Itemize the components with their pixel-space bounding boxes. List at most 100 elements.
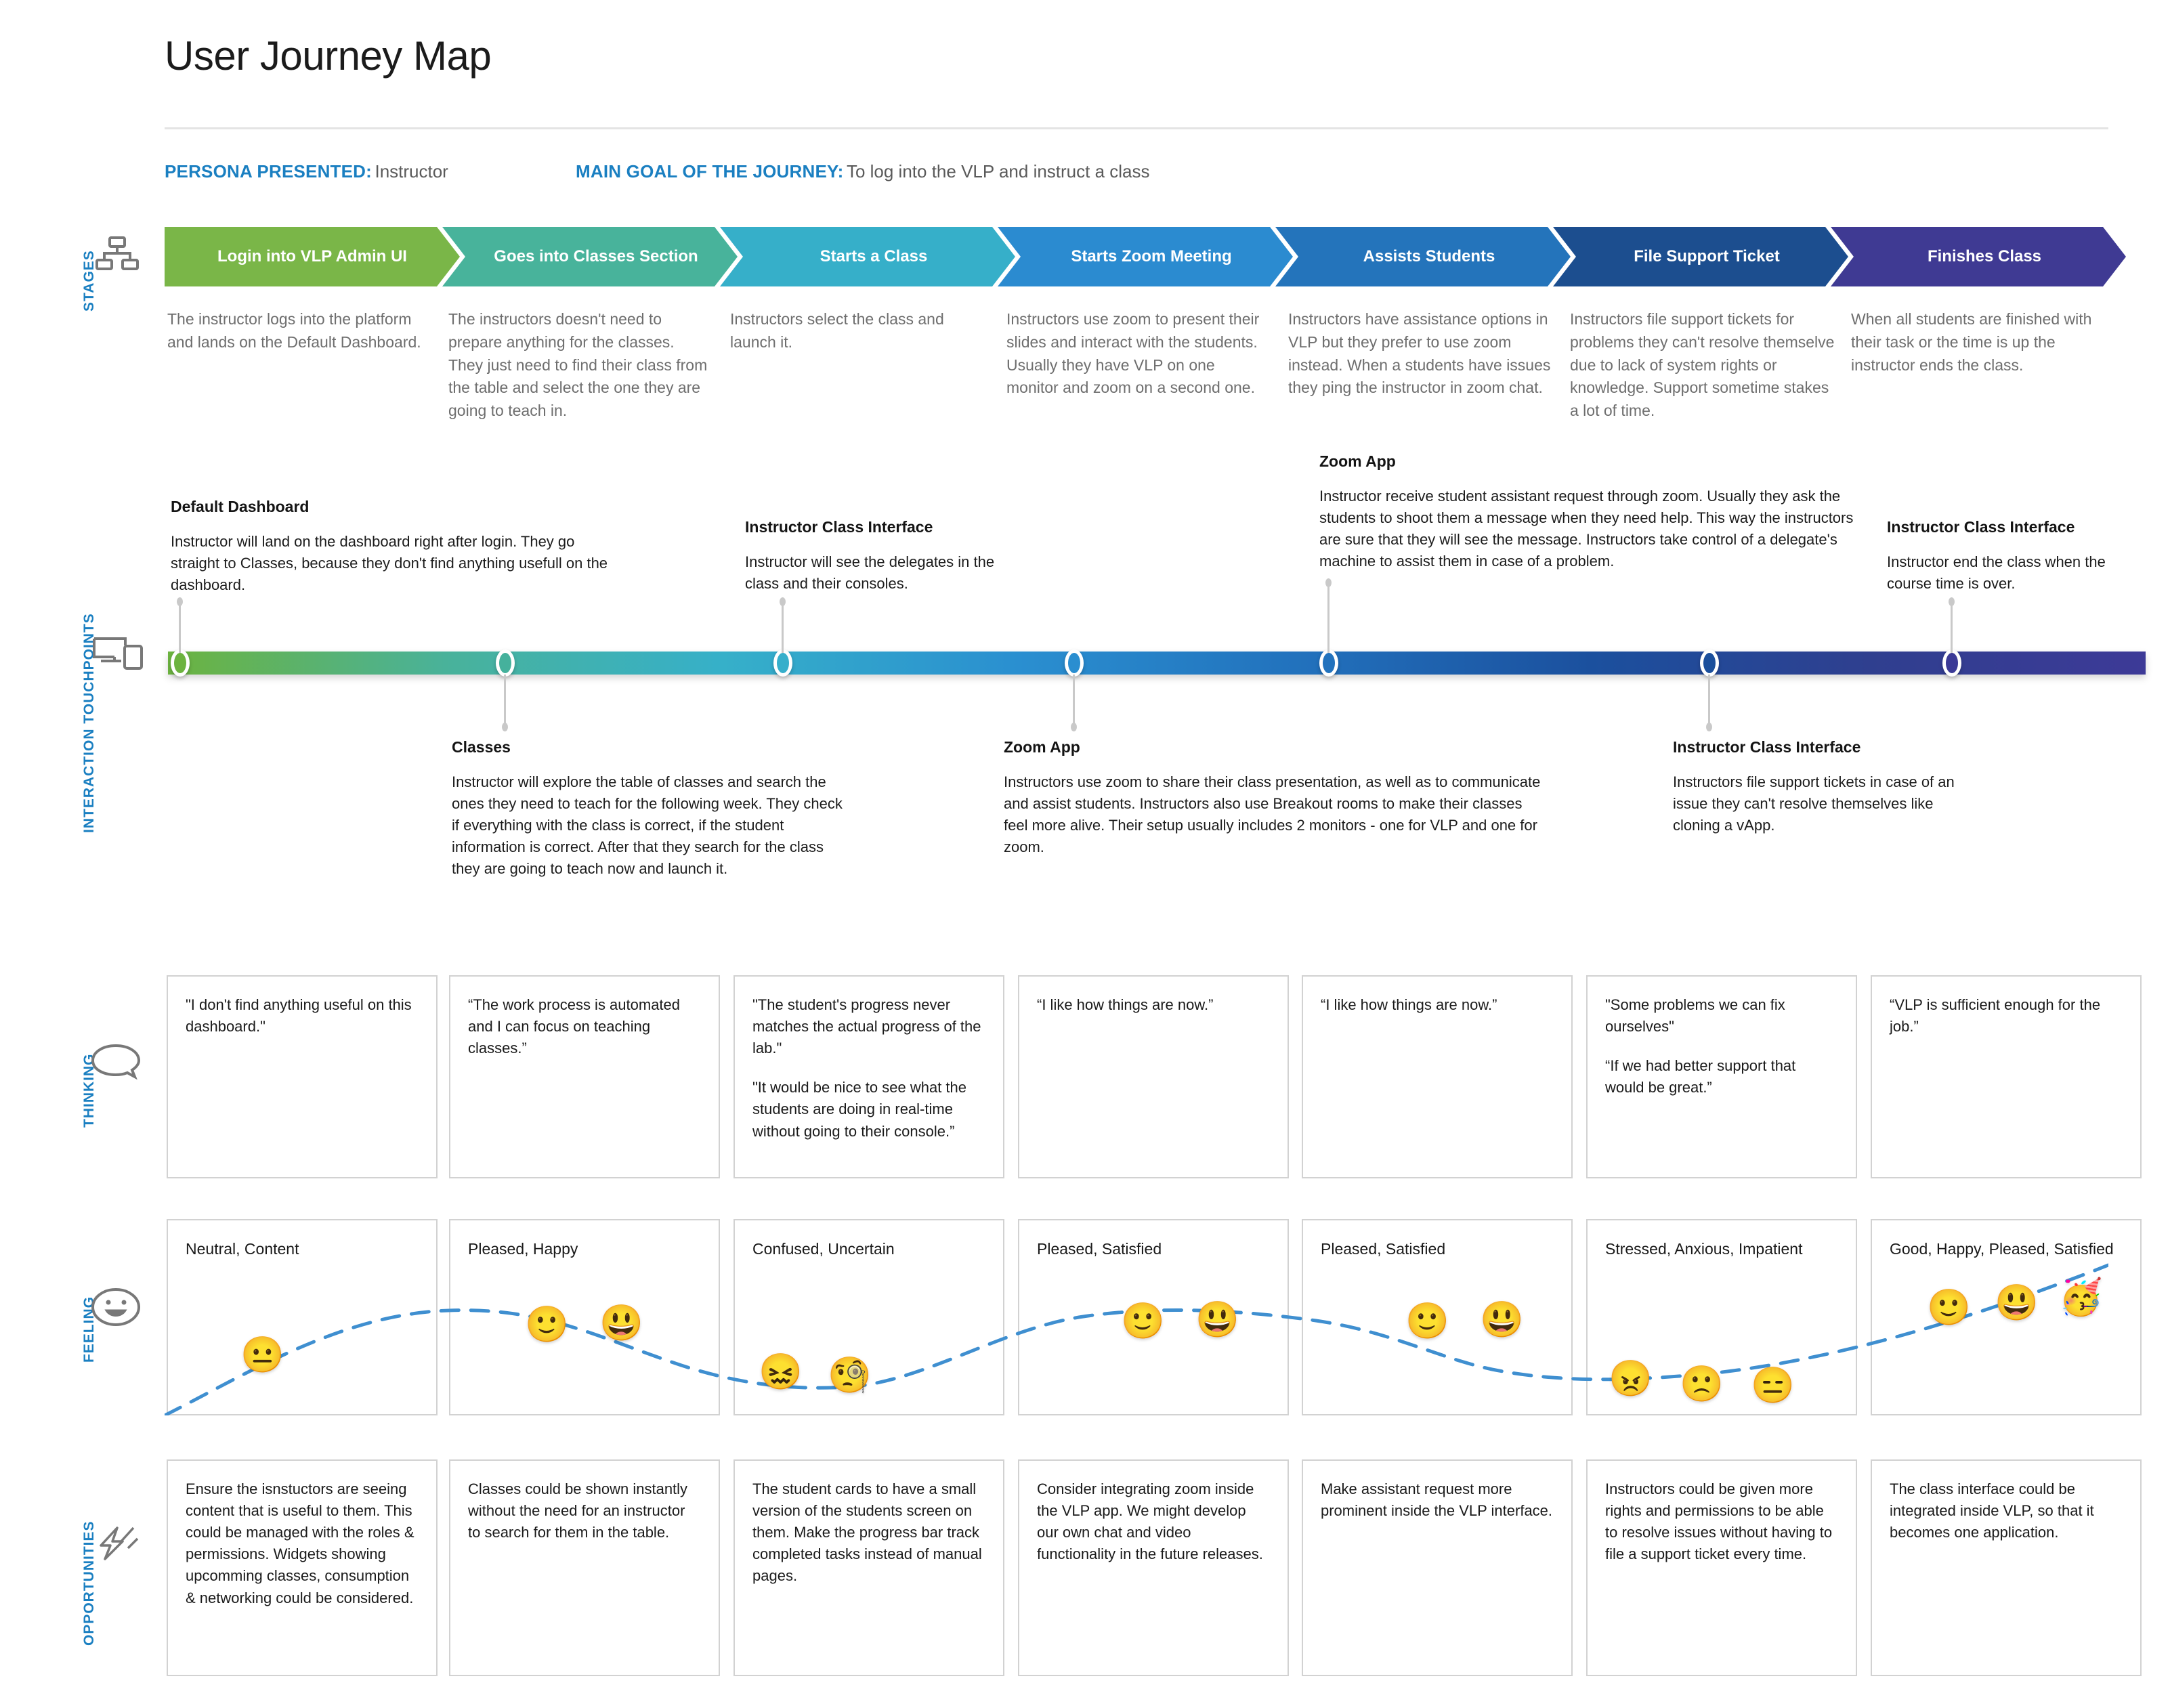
stages-band: Login into VLP Admin UI Goes into Classe… [165, 227, 2108, 286]
stage-chevron-1[interactable]: Login into VLP Admin UI [165, 227, 460, 286]
touchpoint-stem-up-4 [1949, 597, 1955, 653]
goal-block: MAIN GOAL OF THE JOURNEY: To log into th… [576, 161, 1150, 182]
touchpoint-card-zoom-app-2: Zoom App Instructors use zoom to share t… [1004, 738, 1546, 858]
thinking-quote: "I don't find anything useful on this da… [186, 996, 412, 1036]
stage-label: Starts Zoom Meeting [1071, 247, 1232, 265]
opportunity-card-6: Instructors could be given more rights a… [1586, 1459, 1857, 1676]
touchpoint-node-6[interactable] [1700, 649, 1719, 677]
touchpoint-text: Instructors file support tickets in case… [1673, 773, 1955, 834]
thinking-quote: “I like how things are now.” [1321, 996, 1497, 1013]
touchpoint-title: Zoom App [1319, 452, 1396, 470]
stage-chevron-7[interactable]: Finishes Class [1831, 227, 2126, 286]
stage-label: File Support Ticket [1634, 247, 1780, 265]
touchpoint-text: Instructor will land on the dashboard ri… [171, 533, 608, 594]
touchpoint-stem-down-3 [1706, 675, 1712, 731]
feeling-emoji: 🙂 [1927, 1288, 1971, 1327]
stage-label: Finishes Class [1927, 247, 2042, 265]
stage-chevron-5[interactable]: Assists Students [1275, 227, 1571, 286]
touchpoint-text: Instructors use zoom to share their clas… [1004, 773, 1541, 856]
touchpoint-title: Instructor Class Interface [1673, 738, 1861, 756]
touchpoint-node-2[interactable] [496, 649, 515, 677]
stage-label: Login into VLP Admin UI [217, 247, 407, 265]
feeling-emoji: 😑 [1751, 1366, 1795, 1405]
thinking-card-5: “I like how things are now.” [1302, 975, 1573, 1178]
touchpoint-stem-up-1 [177, 597, 183, 653]
touchpoint-stem-down-1 [502, 675, 508, 731]
page-title: User Journey Map [165, 33, 492, 79]
feeling-emoji: 😐 [240, 1336, 284, 1375]
feeling-card-2: Pleased, Happy [449, 1219, 720, 1415]
touchpoint-card-zoom-app-1: Zoom App Instructor receive student assi… [1319, 452, 1861, 572]
touchpoint-stem-up-3 [1325, 578, 1332, 653]
touchpoint-node-1[interactable] [171, 649, 190, 677]
touchpoint-title: Classes [452, 738, 511, 756]
touchpoint-card-default-dashboard: Default Dashboard Instructor will land o… [171, 498, 618, 596]
feeling-label: Pleased, Happy [468, 1240, 578, 1258]
thinking-card-4: “I like how things are now.” [1018, 975, 1289, 1178]
stage-description-4: Instructors use zoom to present their sl… [1006, 310, 1260, 397]
touchpoint-node-5[interactable] [1319, 649, 1338, 677]
feeling-emoji: 😃 [1195, 1300, 1239, 1340]
thinking-card-3: "The student's progress never matches th… [733, 975, 1004, 1178]
stage-chevron-6[interactable]: File Support Ticket [1553, 227, 1848, 286]
lightning-bolt-icon [90, 1524, 142, 1568]
feeling-emoji: 🙂 [525, 1305, 569, 1344]
feeling-label: Pleased, Satisfied [1321, 1240, 1446, 1258]
touchpoint-timeline-bar [168, 652, 2146, 675]
org-chart-icon [95, 236, 140, 280]
feeling-label: Confused, Uncertain [752, 1240, 895, 1258]
opportunity-card-3: The student cards to have a small versio… [733, 1459, 1004, 1676]
stage-label: Assists Students [1363, 247, 1495, 265]
opportunity-text: The class interface could be integrated … [1890, 1480, 2094, 1541]
touchpoint-node-4[interactable] [1065, 649, 1084, 677]
touchpoint-card-classes: Classes Instructor will explore the tabl… [452, 738, 845, 880]
stage-label: Goes into Classes Section [494, 247, 698, 265]
goal-value: To log into the VLP and instruct a class [846, 161, 1150, 182]
feeling-emoji: 😃 [599, 1304, 643, 1343]
feeling-emoji: 😃 [1995, 1283, 2039, 1323]
thinking-card-7: “VLP is sufficient enough for the job.” [1871, 975, 2142, 1178]
thinking-quote: "Some problems we can fix ourselves" [1605, 996, 1785, 1036]
smiley-face-icon [90, 1287, 142, 1331]
thinking-quote: “VLP is sufficient enough for the job.” [1890, 996, 2101, 1036]
feeling-label: Good, Happy, Pleased, Satisfied [1890, 1240, 2114, 1258]
touchpoint-title: Zoom App [1004, 738, 1080, 756]
opportunity-text: Consider integrating zoom inside the VLP… [1037, 1480, 1263, 1563]
opportunity-card-7: The class interface could be integrated … [1871, 1459, 2142, 1676]
meta-row: PERSONA PRESENTED: Instructor MAIN GOAL … [165, 161, 1519, 188]
persona-label: PERSONA PRESENTED: [165, 161, 373, 182]
thinking-quote: “I like how things are now.” [1037, 996, 1214, 1013]
opportunity-text: The student cards to have a small versio… [752, 1480, 982, 1585]
touchpoint-node-3[interactable] [773, 649, 792, 677]
feeling-label: Stressed, Anxious, Impatient [1605, 1240, 1803, 1258]
touchpoint-title: Instructor Class Interface [1887, 518, 2075, 536]
opportunity-card-4: Consider integrating zoom inside the VLP… [1018, 1459, 1289, 1676]
stage-chevron-4[interactable]: Starts Zoom Meeting [998, 227, 1293, 286]
thinking-quote: “If we had better support that would be … [1605, 1057, 1796, 1096]
feeling-emoji: 😖 [759, 1352, 803, 1392]
opportunity-text: Classes could be shown instantly without… [468, 1480, 688, 1541]
feeling-emoji: 🙁 [1680, 1365, 1724, 1404]
thinking-card-1: "I don't find anything useful on this da… [167, 975, 438, 1178]
touchpoint-card-instructor-class-interface-2: Instructor Class Interface Instructor en… [1887, 518, 2131, 595]
stage-description-3: Instructors select the class and launch … [730, 310, 944, 351]
touchpoint-text: Instructor end the class when the course… [1887, 553, 2106, 593]
feeling-emoji: 🙂 [1405, 1302, 1449, 1341]
stage-chevron-2[interactable]: Goes into Classes Section [442, 227, 738, 286]
thinking-quote: “The work process is automated and I can… [468, 996, 681, 1057]
touchpoint-text: Instructor will explore the table of cla… [452, 773, 843, 878]
touchpoint-text: Instructor receive student assistant req… [1319, 488, 1854, 570]
opportunity-card-5: Make assistant request more prominent in… [1302, 1459, 1573, 1676]
feeling-emoji: 🥳 [2059, 1278, 2103, 1317]
feeling-emoji: 😃 [1480, 1300, 1524, 1340]
touchpoint-title: Default Dashboard [171, 498, 310, 515]
stage-description-2: The instructors doesn't need to prepare … [448, 310, 708, 420]
feeling-label: Neutral, Content [186, 1240, 299, 1258]
touchpoint-stem-down-2 [1071, 675, 1077, 731]
thinking-quote: "It would be nice to see what the studen… [752, 1079, 967, 1140]
stage-chevron-3[interactable]: Starts a Class [720, 227, 1015, 286]
opportunity-text: Instructors could be given more rights a… [1605, 1480, 1833, 1563]
touchpoint-node-7[interactable] [1942, 649, 1961, 677]
thinking-card-2: “The work process is automated and I can… [449, 975, 720, 1178]
stage-label: Starts a Class [820, 247, 928, 265]
